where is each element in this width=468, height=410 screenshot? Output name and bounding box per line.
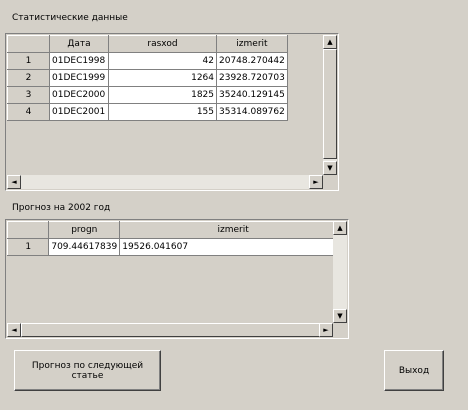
cell-date[interactable]: 01DEC1998 xyxy=(49,52,109,70)
cell-rasxod[interactable]: 42 xyxy=(108,52,217,70)
column-header-date[interactable]: Дата xyxy=(49,35,109,53)
cell-rasxod[interactable]: 1264 xyxy=(108,69,217,87)
cell-progn[interactable]: 709.44617839 xyxy=(48,238,121,256)
cell-izmerit[interactable]: 23928.720703 xyxy=(216,69,288,87)
row-indicator[interactable]: 3 xyxy=(7,86,50,104)
stats-table: Дата rasxod izmerit 1 01DEC1998 42 20748… xyxy=(7,35,288,121)
next-forecast-button[interactable]: Прогноз по следующей статье xyxy=(14,350,161,391)
exit-button[interactable]: Выход xyxy=(384,350,444,391)
scroll-corner xyxy=(333,323,347,337)
row-indicator[interactable]: 2 xyxy=(7,69,50,87)
stats-grid[interactable]: Дата rasxod izmerit 1 01DEC1998 42 20748… xyxy=(5,33,339,191)
forecast-horizontal-scrollbar[interactable]: ◄ ► xyxy=(7,323,333,337)
cell-izmerit[interactable]: 20748.270442 xyxy=(216,52,288,70)
forecast-horizontal-thumb[interactable] xyxy=(21,323,321,337)
table-row[interactable]: 2 01DEC1999 1264 23928.720703 xyxy=(7,69,288,87)
stats-title: Статистические данные xyxy=(12,13,128,23)
row-indicator[interactable]: 1 xyxy=(7,238,50,256)
stats-horizontal-scrollbar[interactable]: ◄ ► xyxy=(7,175,323,189)
scroll-right-icon[interactable]: ► xyxy=(319,323,333,337)
forecast-table: progn izmerit 1 709.44617839 19526.04160… xyxy=(7,221,347,256)
scroll-corner xyxy=(323,175,337,189)
cell-izmerit[interactable]: 35240.129145 xyxy=(216,86,288,104)
stats-vertical-thumb[interactable] xyxy=(323,49,337,159)
stats-vertical-scrollbar[interactable]: ▲ ▼ xyxy=(323,35,337,175)
forecast-title: Прогноз на 2002 год xyxy=(12,203,111,213)
scroll-up-icon[interactable]: ▲ xyxy=(323,35,337,49)
forecast-grid[interactable]: progn izmerit 1 709.44617839 19526.04160… xyxy=(5,219,349,339)
cell-izmerit[interactable]: 35314.089762 xyxy=(216,103,288,121)
table-row[interactable]: 4 01DEC2001 155 35314.089762 xyxy=(7,103,288,121)
scroll-right-icon[interactable]: ► xyxy=(309,175,323,189)
cell-date[interactable]: 01DEC2001 xyxy=(49,103,109,121)
cell-date[interactable]: 01DEC2000 xyxy=(49,86,109,104)
scroll-down-icon[interactable]: ▼ xyxy=(323,161,337,175)
scroll-left-icon[interactable]: ◄ xyxy=(7,175,21,189)
table-row[interactable]: 3 01DEC2000 1825 35240.129145 xyxy=(7,86,288,104)
forecast-header-row: progn izmerit xyxy=(7,221,347,239)
scroll-up-icon[interactable]: ▲ xyxy=(333,221,347,235)
row-indicator[interactable]: 1 xyxy=(7,52,50,70)
column-header-progn[interactable]: progn xyxy=(48,221,121,239)
cell-izmerit[interactable]: 19526.041607 xyxy=(119,238,347,256)
column-header-izmerit[interactable]: izmerit xyxy=(216,35,288,53)
table-row[interactable]: 1 709.44617839 19526.041607 xyxy=(7,238,347,256)
cell-rasxod[interactable]: 1825 xyxy=(108,86,217,104)
row-indicator[interactable]: 4 xyxy=(7,103,50,121)
forecast-vertical-scrollbar[interactable]: ▲ ▼ xyxy=(333,221,347,323)
stats-header-row: Дата rasxod izmerit xyxy=(7,35,288,53)
cell-date[interactable]: 01DEC1999 xyxy=(49,69,109,87)
column-header-rasxod[interactable]: rasxod xyxy=(108,35,217,53)
table-row[interactable]: 1 01DEC1998 42 20748.270442 xyxy=(7,52,288,70)
cell-rasxod[interactable]: 155 xyxy=(108,103,217,121)
forecast-corner-header xyxy=(7,221,50,239)
stats-corner-header xyxy=(7,35,50,53)
column-header-izmerit[interactable]: izmerit xyxy=(119,221,347,239)
scroll-left-icon[interactable]: ◄ xyxy=(7,323,21,337)
scroll-down-icon[interactable]: ▼ xyxy=(333,309,347,323)
